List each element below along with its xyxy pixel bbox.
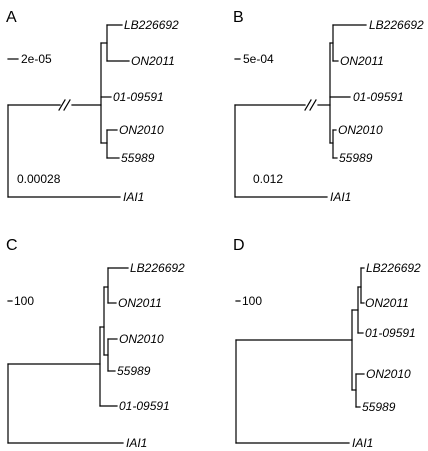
panel-b-root-length: 0.012 [253, 172, 283, 186]
panel-b-break-mark-1 [304, 99, 312, 111]
panel-a-scale-bar: 2e-05 [7, 52, 52, 66]
panel-b: B 5e-04 [233, 9, 424, 204]
panel-c-scale-bar: 100 [7, 294, 34, 308]
panel-a-tip-label-1: LB226692 [124, 18, 179, 32]
panel-d-scale-bar: 100 [235, 294, 262, 308]
panel-b-axis-break [304, 99, 317, 111]
panel-c: C 100 LB226 [6, 237, 185, 450]
panel-a-letter: A [6, 9, 17, 26]
panel-d-scale-label: 100 [242, 294, 262, 308]
panel-d-tip-label-5: 55989 [362, 400, 396, 414]
panel-b-tip-label-4: ON2010 [338, 123, 383, 137]
panel-b-scale-label: 5e-04 [243, 52, 274, 66]
panel-c-tree [7, 267, 129, 444]
panel-b-letter: B [233, 9, 244, 26]
panel-d-tip-label-4: ON2010 [366, 367, 411, 381]
panel-c-tip-label-5: 01-09591 [119, 399, 170, 413]
panel-a-tip-label-6: IAI1 [123, 190, 144, 204]
panel-b-scale-bar: 5e-04 [234, 52, 274, 66]
panel-c-tip-label-3: ON2010 [119, 332, 164, 346]
panel-c-tip-label-6: IAI1 [126, 436, 147, 450]
panel-d-tip-label-6: IAI1 [352, 436, 373, 450]
panel-a-break-mark-2 [63, 99, 71, 111]
panel-b-tree [234, 24, 367, 198]
panel-a: A 2e-05 [6, 9, 179, 204]
panel-c-tip-label-1: LB226692 [130, 261, 185, 275]
panel-c-tip-label-4: 55989 [117, 364, 151, 378]
panel-c-tip-label-2: ON2011 [118, 296, 162, 310]
panel-c-letter: C [6, 237, 18, 254]
panel-a-tip-label-2: ON2011 [131, 54, 175, 68]
panel-a-root-length: 0.00028 [17, 172, 61, 186]
panel-a-scale-label: 2e-05 [21, 52, 52, 66]
panel-b-tip-label-3: 01-09591 [353, 90, 404, 104]
panel-d: D 100 LB226 [233, 237, 421, 450]
panel-d-tip-label-3: 01-09591 [365, 326, 416, 340]
panel-b-tip-label-6: IAI1 [330, 190, 351, 204]
panel-d-tree [235, 267, 365, 444]
panel-d-tip-label-1: LB226692 [366, 261, 421, 275]
panel-b-tip-label-1: LB226692 [369, 18, 424, 32]
panel-a-tip-label-4: ON2010 [119, 123, 164, 137]
panel-a-break-mark-1 [58, 99, 66, 111]
panel-a-axis-break [58, 99, 71, 111]
panel-b-tip-label-5: 55989 [339, 151, 373, 165]
panel-d-letter: D [233, 237, 245, 254]
panel-d-tip-label-2: ON2011 [365, 296, 409, 310]
panel-a-tree [7, 24, 130, 198]
panel-a-tip-label-5: 55989 [121, 151, 155, 165]
panel-a-tip-label-3: 01-09591 [113, 90, 164, 104]
panel-b-break-mark-2 [309, 99, 317, 111]
panel-b-tip-label-2: ON2011 [340, 54, 384, 68]
panel-c-scale-label: 100 [14, 294, 34, 308]
